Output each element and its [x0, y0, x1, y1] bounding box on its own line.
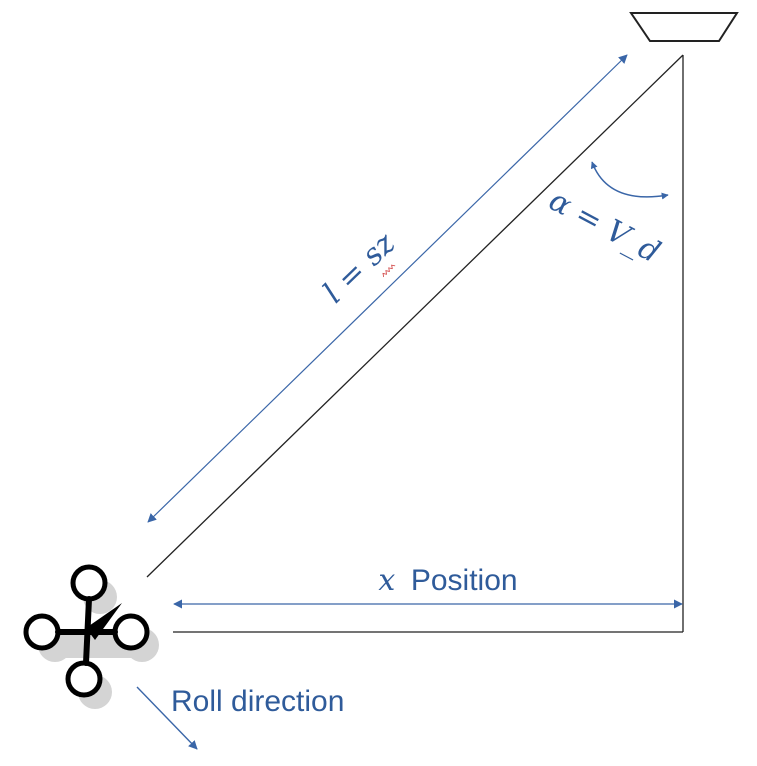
- line-of-sight: [146, 54, 684, 578]
- position-variable: x: [378, 563, 395, 598]
- position-word: Position: [411, 564, 518, 597]
- quadcopter-icon: [23, 564, 159, 709]
- angle-arc-arrow: [590, 161, 669, 200]
- spellcheck-squiggle: [382, 264, 396, 278]
- roll-direction-label: Roll direction: [171, 685, 344, 718]
- camera-icon: [629, 12, 739, 42]
- length-arrow: [147, 54, 628, 523]
- angle-label: α = V_d: [543, 183, 666, 270]
- roll-direction-arrow: [136, 686, 198, 750]
- position-label: x Position: [378, 563, 517, 598]
